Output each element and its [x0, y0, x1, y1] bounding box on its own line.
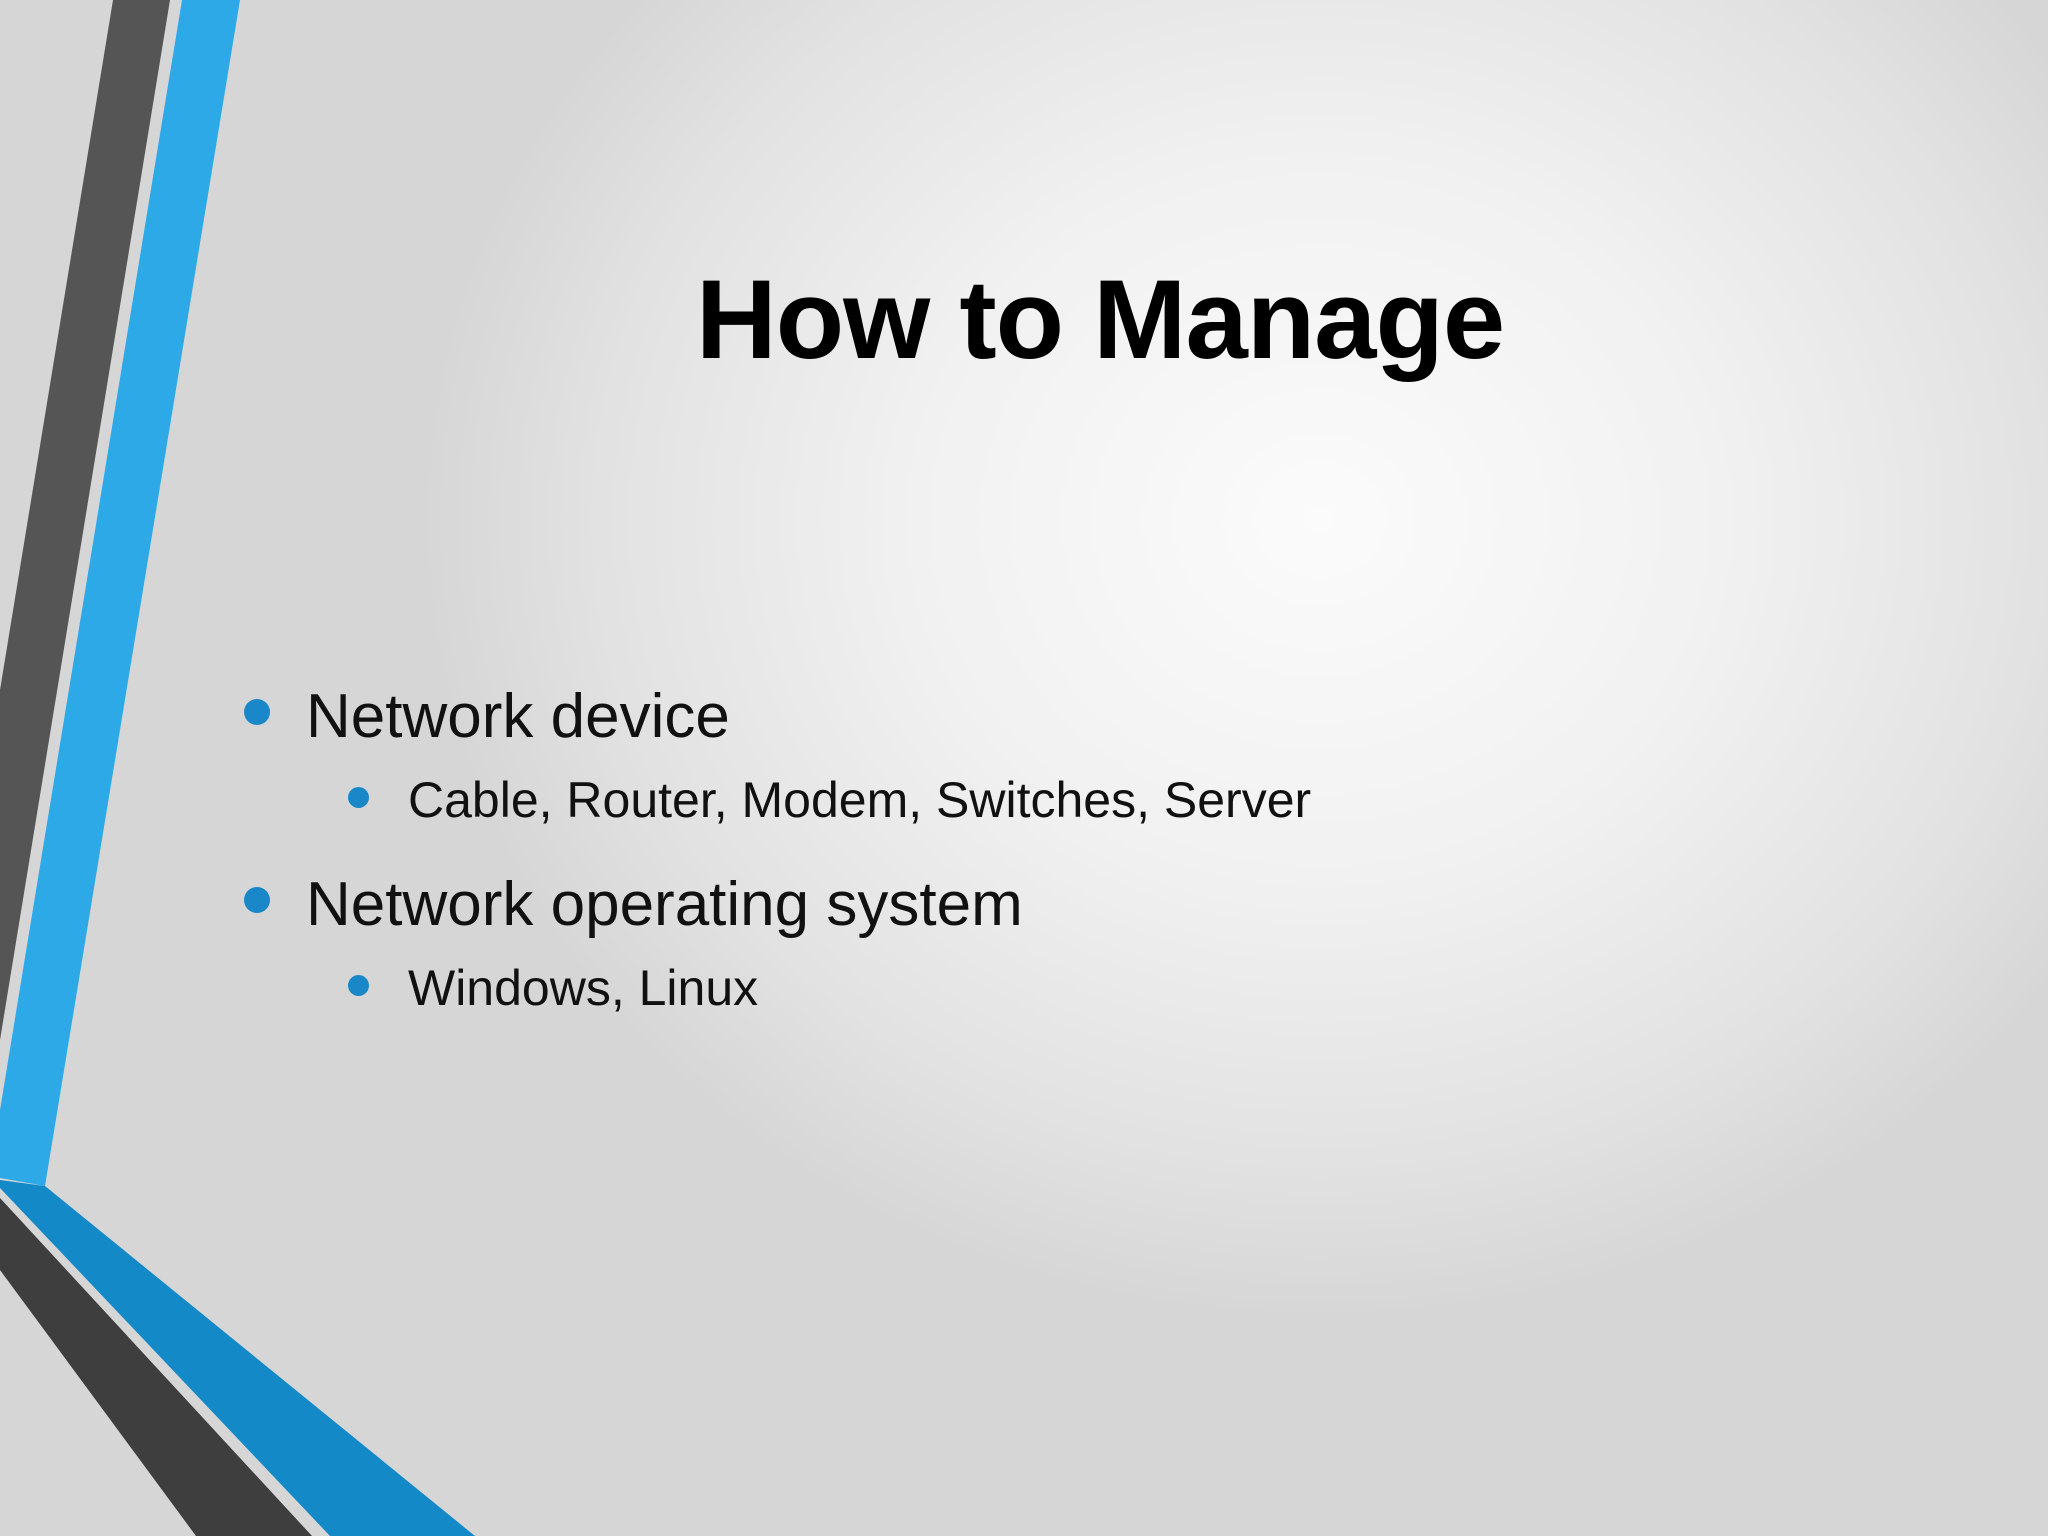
blue-stripe-bottom — [0, 1180, 475, 1536]
bullet-text: Network operating system — [306, 870, 1023, 939]
bullet-item-network-os: Network operating system — [244, 860, 1844, 950]
bullet-list: Network device Cable, Router, Modem, Swi… — [244, 672, 1844, 1048]
bullet-text: Windows, Linux — [408, 960, 759, 1016]
bullet-item-network-device: Network device — [244, 672, 1844, 762]
bullet-dot-icon — [348, 787, 369, 808]
sub-bullet-item-os-list: Windows, Linux — [244, 950, 1844, 1026]
bullet-text: Network device — [306, 682, 730, 751]
slide-title: How to Manage — [695, 257, 1505, 382]
dark-stripe-bottom — [0, 1198, 312, 1536]
bullet-text: Cable, Router, Modem, Switches, Server — [408, 772, 1312, 828]
blue-stripe-vertical — [0, 0, 240, 1186]
bullet-dot-icon — [244, 887, 270, 913]
sub-bullet-item-devices: Cable, Router, Modem, Switches, Server — [244, 762, 1844, 838]
dark-stripe-vertical — [0, 0, 170, 1040]
bullet-dot-icon — [244, 699, 270, 725]
bullet-dot-icon — [348, 975, 369, 996]
